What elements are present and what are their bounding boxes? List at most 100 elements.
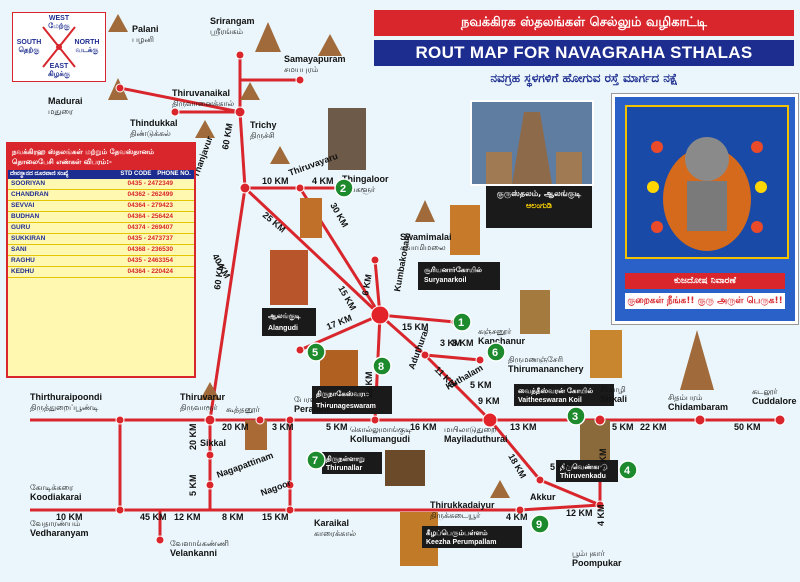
kanchanur-idol-icon — [520, 290, 550, 334]
temple-caption-kn: ಆಲಂಗುಡಿ — [526, 201, 552, 210]
distance-label: 50 KM — [734, 422, 761, 432]
badge-3[interactable] — [566, 406, 586, 426]
thiruvanaikal-marker — [170, 107, 180, 117]
thirunallar-label-ta: திருநள்ளாறு — [326, 456, 365, 464]
col-std: STD CODE — [120, 171, 152, 177]
akkur-marker — [535, 475, 545, 485]
distance-label: 4 KM — [312, 176, 334, 186]
badge-9[interactable] — [530, 514, 550, 534]
distance-label: 8 KM — [452, 338, 474, 348]
distance-label: 5 KM — [188, 474, 198, 496]
alangudi-marker — [295, 345, 305, 355]
distance-label: 15 KM — [402, 322, 429, 332]
cuddalore-label-local: கடலூர் — [752, 387, 778, 397]
distance-label: 5 KM — [470, 380, 492, 390]
badge-5[interactable] — [306, 342, 326, 362]
badge-7[interactable] — [306, 450, 326, 470]
badge-7-number: 7 — [312, 455, 318, 467]
srirangam-label-local: ஸ்ரீரங்கம் — [210, 27, 243, 36]
phone-row-number[interactable]: 0435 - 2473737 — [127, 235, 174, 242]
badge-2[interactable] — [334, 178, 354, 198]
chidambaram-gopuram-icon — [680, 330, 714, 390]
title-tamil: நவக்கிரக ஸ்தலங்கள் செல்லும் வழிகாட்டி — [374, 10, 794, 36]
madurai-marker — [115, 83, 125, 93]
phone-table: நவக்கிரஹ ஸ்தலங்கள் மற்றும் தேவஸ்தானம் தொ… — [6, 142, 196, 378]
thiruvenkadu-label: Thiruvenkadu — [560, 473, 606, 480]
road-mayiladuthurai-akkur — [488, 419, 542, 481]
distance-label: 6 KM — [360, 273, 374, 296]
thirukkadaiyur-marker — [515, 505, 525, 515]
keezhaperumpallam-label-ta: கீழப்பெரும்பள்ளம் — [426, 528, 488, 538]
srirangam-marker — [235, 50, 245, 60]
distance-label: 5 KM — [612, 422, 634, 432]
aduthurai-marker — [420, 350, 430, 360]
badge-6[interactable] — [486, 342, 506, 362]
alangudi-idol-icon — [270, 250, 308, 305]
thirukkadaiyur-gopuram-icon — [490, 480, 510, 498]
koothanur-marker — [255, 415, 265, 425]
phone-row-number[interactable]: 04374 - 269407 — [127, 224, 174, 231]
distance-label: 60 KM — [212, 263, 226, 291]
distance-label: 28 KM — [364, 371, 374, 398]
alangudi-label-ta: ஆலங்குடி — [268, 313, 301, 322]
badge-4[interactable] — [618, 460, 638, 480]
phone-row-number[interactable]: 0435 - 2472349 — [127, 180, 174, 187]
thiruthuraipoondi-label-local: திருத்துறைப்பூண்டி — [30, 403, 99, 413]
thanjavur-marker — [239, 182, 251, 194]
poompukar-label-local: பூம்புகார் — [572, 549, 605, 558]
keezhaperumpallam-label: Keezha Perumpallam — [426, 539, 496, 546]
distance-label: 4 KM — [596, 504, 606, 526]
guru-photo-panel: ಕುಜದೋಷ ನಿವಾರಣೆ குறைகள் நீங்க!! குரு அருள… — [612, 94, 798, 324]
badge-6-number: 6 — [492, 347, 498, 359]
road-aduthurai-mayiladuthurai — [423, 353, 492, 422]
distance-label: 13 KM — [510, 422, 537, 432]
phone-row-number[interactable]: 04368 - 236530 — [127, 246, 174, 253]
thirukkadaiyur-label: Thirukkadaiyur — [430, 500, 495, 510]
distance-label: 5 KM — [326, 422, 348, 432]
road-trichy-thanjavur — [238, 111, 247, 189]
thiruvanaikal-label: Thiruvanaikal — [172, 88, 230, 98]
phone-row-number[interactable]: 04364 - 279423 — [127, 202, 174, 209]
badge-1[interactable] — [452, 312, 472, 332]
velankanni-marker — [155, 535, 165, 545]
thirumananchery-label-local: திருமணஞ்சேரி — [508, 355, 563, 365]
suryanarkoil-label: Suryanarkoil — [424, 277, 466, 284]
road-dindugal — [119, 86, 241, 114]
compass-rose-icon — [42, 26, 76, 68]
distance-label: 15 KM — [262, 512, 289, 522]
madurai-label-local: மதுரை — [48, 107, 74, 117]
kodikkarai-marker — [115, 505, 125, 515]
kanchanur-label-local: கஞ்சனூர் — [478, 327, 512, 337]
phone-row-number[interactable]: 0435 - 2463354 — [127, 257, 174, 264]
road-kumbakonam-aduthurai — [379, 313, 426, 357]
kollumangudi-label: Kollumangudi — [350, 434, 410, 444]
poompukar-label: Poompukar — [572, 558, 622, 568]
mayiladuthurai-label: Mayiladuthurai — [444, 434, 508, 444]
nagapattinam-marker — [205, 480, 215, 490]
badge-8[interactable] — [372, 356, 392, 376]
kollumangudi-marker — [370, 415, 380, 425]
thirunallar-temple-icon — [385, 450, 425, 486]
phone-row-number[interactable]: 04362 - 262499 — [127, 191, 174, 198]
thiruvarur-marker — [204, 414, 216, 426]
cuddalore-label: Cuddalore — [752, 396, 797, 406]
dindugal-gopuram-icon — [195, 120, 215, 138]
phone-row-name: GURU — [11, 224, 31, 231]
alangudi-temple-caption: குருஸ்தலம், ஆலங்குடி ಆಲಂಗುಡಿ — [486, 186, 592, 228]
kanchanur-label: Kanchanur — [478, 336, 526, 346]
phone-row-number[interactable]: 04364 - 220424 — [127, 268, 174, 275]
swamimalai-label-local: சுவாமிமலை — [400, 243, 446, 252]
sirkali-marker — [594, 414, 606, 426]
swamimalai-label: Swamimalai — [400, 232, 452, 242]
distance-label: 4 KM — [506, 512, 528, 522]
kodikkarai-label-local: கோடிக்கரை — [30, 483, 74, 492]
thingaloor-temple-icon — [328, 108, 366, 170]
distance-label: 22 KM — [640, 422, 667, 432]
phone-row-number[interactable]: 04364 - 256424 — [127, 213, 174, 220]
